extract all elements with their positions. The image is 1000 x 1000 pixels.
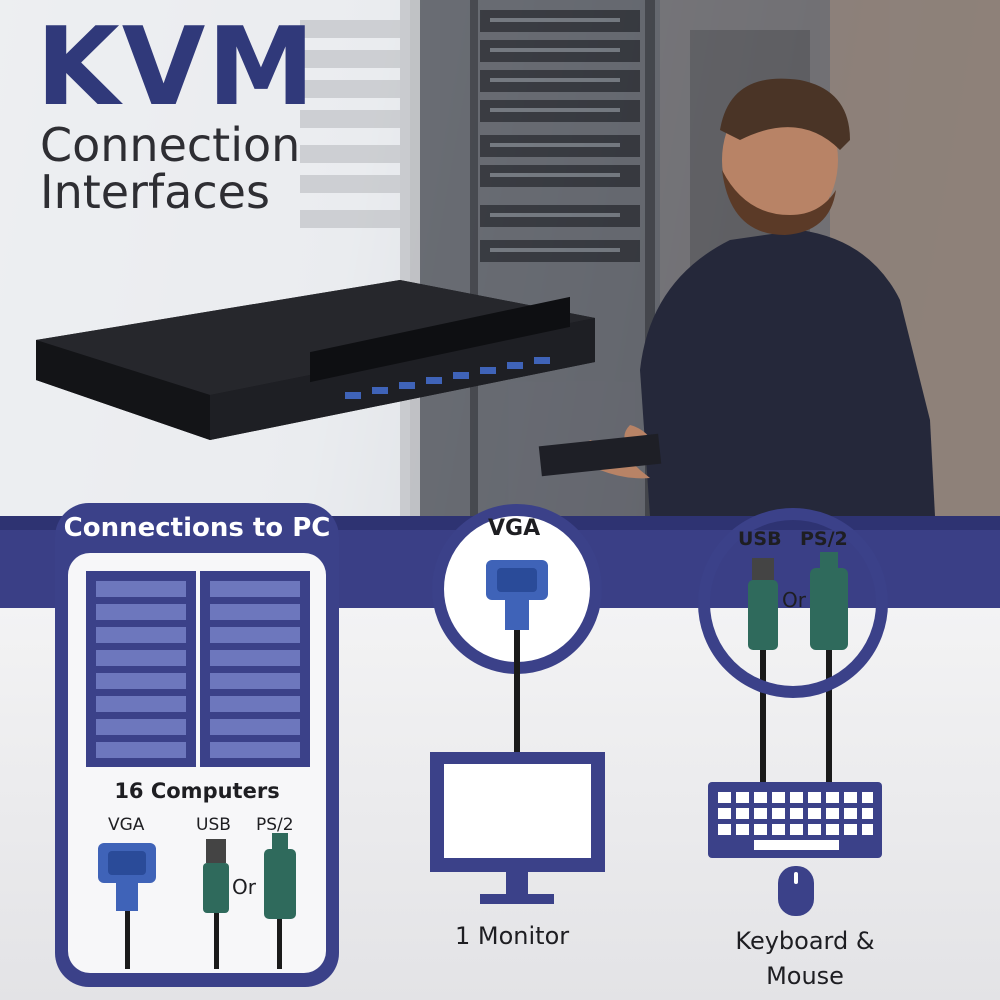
hero-subtitle: Connection Interfaces <box>40 122 300 216</box>
monitor-vga-label: VGA <box>488 516 541 541</box>
hero-title: KVM <box>36 5 317 130</box>
pc-card-title: Connections to PC <box>63 513 331 543</box>
keyboard-mouse-caption-line2: Mouse <box>766 961 844 990</box>
usb-connector-icon <box>203 839 229 969</box>
ps2-connector-icon <box>264 833 296 969</box>
computers-count-label: 16 Computers <box>114 779 280 803</box>
pc-card-body: 16 Computers VGA USB PS/2 Or <box>68 553 326 973</box>
hero-subtitle-line1: Connection <box>40 118 301 172</box>
rack-right-icon <box>200 571 310 767</box>
vga-connector-icon <box>98 843 156 969</box>
pc-connections-card: Connections to PC <box>55 503 339 987</box>
computers-rack-graphic <box>86 571 310 969</box>
hero-banner: KVM Connection Interfaces <box>0 0 1000 516</box>
keyboard-mouse-caption: Keyboard & Mouse <box>724 924 886 994</box>
technician-figure <box>538 78 935 516</box>
km-or-label: Or <box>782 588 806 612</box>
pc-ps2-label: PS/2 <box>256 815 294 835</box>
pc-usb-label: USB <box>196 815 231 835</box>
kvm-switch-device <box>36 280 595 440</box>
km-ps2-label: PS/2 <box>800 528 848 550</box>
server-room-photo <box>36 0 1000 516</box>
km-usb-label: USB <box>738 528 782 550</box>
rack-left-icon <box>86 571 196 767</box>
hero-subtitle-line2: Interfaces <box>40 164 270 219</box>
keyboard-mouse-caption-line1: Keyboard & <box>735 927 875 955</box>
pc-vga-label: VGA <box>108 815 145 835</box>
pc-or-label: Or <box>232 875 256 899</box>
monitor-caption: 1 Monitor <box>455 922 570 950</box>
